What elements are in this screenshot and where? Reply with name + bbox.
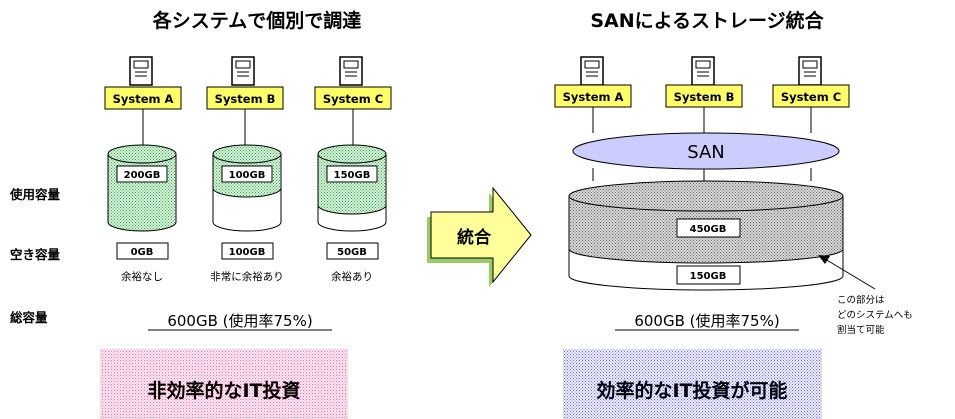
san-label: SAN [687,142,725,163]
row-label-free: 空き容量 [10,247,61,262]
disk-cylinder [317,144,387,232]
free-capacity-box [326,242,379,260]
left-banner [100,349,348,419]
storage-pool-cylinder [568,180,844,291]
system-label: System C [323,92,383,106]
server-icon [339,56,363,86]
free-capacity-value: 50GB [337,247,367,258]
left-system-c: System C 150GB 50GB 余裕あり [314,56,392,283]
used-capacity-value: 200GB [124,170,161,181]
pool-used-box [676,218,741,238]
left-system-b: System B 100GB 100GB 非常に余裕あり [206,56,284,283]
callout-line-3: 割当て可能 [837,324,885,336]
pool-free-value: 150GB [690,271,727,282]
server-icon [129,56,153,86]
used-capacity-box [116,165,168,183]
system-label: System A [563,90,624,104]
server-icon [580,56,604,86]
used-capacity-value: 150GB [334,170,371,181]
left-banner-text: 非効率的なIT投資 [147,379,300,402]
free-capacity-value: 100GB [229,247,266,258]
arrow-label: 統合 [457,227,492,248]
system-label: System A [113,92,174,106]
left-total: 600GB (使用率75%) [167,312,312,330]
left-system-a: System A 200GB 0GB 余裕なし [104,56,182,283]
free-capacity-value: 0GB [131,247,154,258]
right-banner [563,349,822,419]
san-ellipse [572,132,840,170]
callout-line-2: どのシステムへも [837,310,913,321]
capacity-note: 余裕なし [121,270,163,283]
pool-free-box [676,265,741,285]
right-banner-text: 効率的なIT投資が可能 [596,379,787,402]
left-title: 各システムで個別で調達 [152,9,361,32]
server-icon [691,56,715,86]
right-total: 600GB (使用率75%) [634,312,779,330]
right-system-b: System B [665,56,743,108]
server-icon [798,56,822,86]
system-label: System B [674,90,735,104]
pool-used-value: 450GB [690,224,727,235]
used-capacity-box [221,165,273,183]
connection-lines [592,107,812,181]
free-capacity-box [221,242,274,260]
right-system-a: System A [554,56,632,108]
server-icon [231,56,255,86]
disk-cylinder [107,144,177,232]
right-system-c: System C [772,56,850,108]
row-label-used: 使用容量 [9,187,61,202]
disk-cylinder [212,144,282,232]
used-capacity-box [326,165,378,183]
system-label: System C [781,90,841,104]
free-capacity-box [116,242,169,260]
capacity-note: 余裕あり [331,270,373,283]
callout-line-1: この部分は [837,294,885,306]
capacity-note: 非常に余裕あり [210,270,284,283]
right-title: SANによるストレージ統合 [590,9,824,32]
row-label-total: 総容量 [10,310,48,325]
system-label: System B [215,92,276,106]
used-capacity-value: 100GB [229,170,266,181]
consolidation-arrow: 統合 [427,186,532,287]
callout-arrow [818,255,876,290]
